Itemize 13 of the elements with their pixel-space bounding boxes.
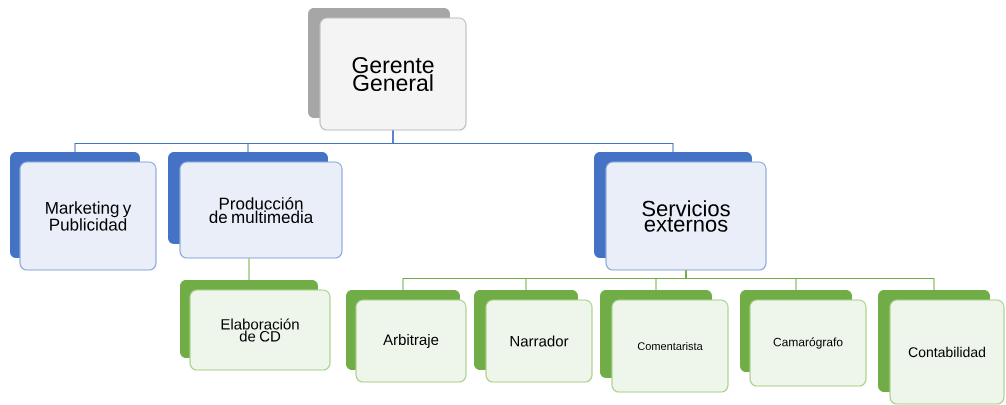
org-box: Servicios externos <box>594 152 767 271</box>
org-box: Marketing y Publicidad <box>10 152 157 271</box>
connector-line <box>685 270 935 291</box>
org-box: Contabilidad <box>878 290 1005 405</box>
org-box: Producción de multimedia <box>168 152 343 259</box>
org-box: Narrador <box>474 290 593 383</box>
org-box: Comentarista <box>600 290 729 393</box>
connector-line <box>248 258 250 281</box>
org-box: Arbitraje <box>346 290 467 383</box>
org-box: Gerente General <box>308 8 467 131</box>
org-box: Elaboración de CD <box>180 280 331 371</box>
org-box: Camarógrafo <box>740 290 867 387</box>
connector-line <box>392 130 674 153</box>
